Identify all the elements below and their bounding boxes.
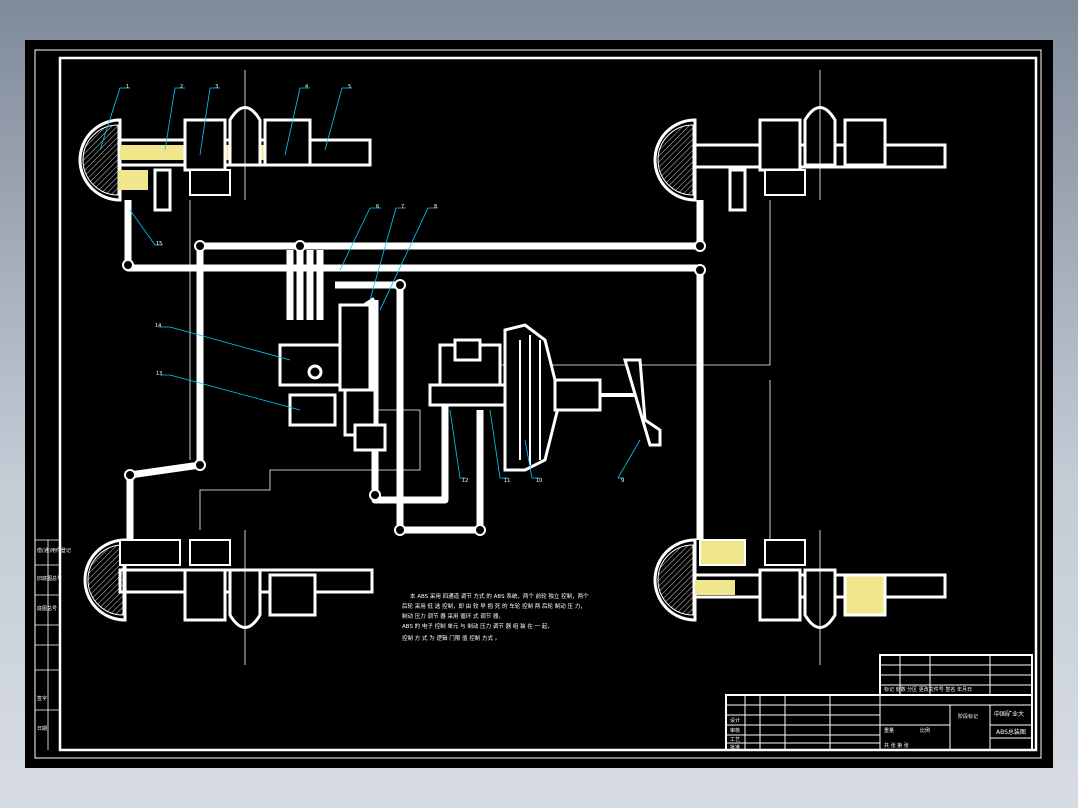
note-line-0: 本 ABS 采用 四通道 调节 方式 的 ABS 系统，两个 前轮 独立 控制，… — [410, 592, 589, 600]
wheel-assembly-rear-left — [83, 530, 374, 665]
note-line-4: 控制 方 式 为 逻辑 门限 值 控制 方式 。 — [402, 634, 500, 642]
label-6: 6 — [376, 204, 379, 210]
title-process: 工艺 — [730, 737, 740, 743]
strip-label-3: 签字 — [37, 695, 47, 702]
outer-frame — [34, 49, 1042, 759]
title-drawing-name: ABS总装图 — [996, 728, 1026, 736]
title-header: 标记 处数 分区 更改文件号 签名 年月日 — [884, 686, 972, 693]
title-block — [725, 654, 1033, 751]
master-cylinder-booster — [428, 323, 662, 472]
label-11: 11 — [504, 478, 510, 484]
label-5: 5 — [348, 84, 351, 90]
label-13: 13 — [156, 371, 162, 377]
label-12: 12 — [462, 478, 468, 484]
label-8: 8 — [434, 204, 437, 210]
pipe-joints — [122, 240, 706, 536]
strip-label-0: 借(通)用件登记 — [37, 547, 71, 554]
title-weight: 重量 — [884, 727, 894, 734]
title-approve: 批准 — [730, 744, 740, 751]
abs-modulator — [278, 303, 387, 452]
label-15: 15 — [156, 241, 162, 247]
strip-label-2: 底图总号 — [37, 605, 57, 612]
label-9: 9 — [621, 478, 624, 484]
inner-frame — [58, 56, 1038, 752]
label-2: 2 — [180, 84, 183, 90]
technical-notes: 本 ABS 采用 四通道 调节 方式 的 ABS 系统，两个 前轮 独立 控制，… — [402, 592, 589, 642]
title-scale: 比例 — [920, 727, 930, 734]
wheel-assembly-rear-right — [653, 530, 947, 665]
strip-label-1: 旧底图总号 — [37, 575, 62, 582]
label-14: 14 — [155, 323, 161, 329]
leader-lines — [99, 87, 641, 479]
title-sheet: 共 张 第 张 — [884, 742, 909, 749]
label-1: 1 — [126, 84, 129, 90]
wheel-assembly-front-right — [653, 70, 947, 212]
note-line-3: ABS 的 电子 控制 单元 与 制动 压力 调节 器 组 装 在 一 起， — [402, 622, 553, 630]
label-10: 10 — [536, 478, 542, 484]
title-block-text: 标记 处数 分区 更改文件号 签名 年月日 阶段标记 中国矿业大 ABS总装图 … — [730, 686, 1026, 751]
note-line-1: 后轮 采用 低 选 控制，即 由 较 早 抱 死 的 车轮 控制 两 后轮 制动… — [402, 602, 586, 610]
sensor-wires — [189, 200, 771, 540]
label-3: 3 — [215, 84, 218, 90]
label-4: 4 — [305, 84, 308, 90]
part-labels: 1 2 3 4 5 6 7 8 9 10 11 12 13 14 15 — [126, 84, 624, 484]
label-7: 7 — [401, 204, 404, 210]
title-check: 审核 — [730, 727, 740, 734]
title-design: 设计 — [730, 717, 740, 724]
strip-label-4: 日期 — [37, 726, 47, 732]
note-line-2: 制动 压力 调节 器 采用 循环 式 调节 器， — [402, 612, 504, 620]
title-stage: 阶段标记 — [958, 713, 978, 720]
title-school: 中国矿业大 — [994, 710, 1024, 718]
left-strip: 借(通)用件登记 旧底图总号 底图总号 签字 日期 — [35, 539, 71, 750]
